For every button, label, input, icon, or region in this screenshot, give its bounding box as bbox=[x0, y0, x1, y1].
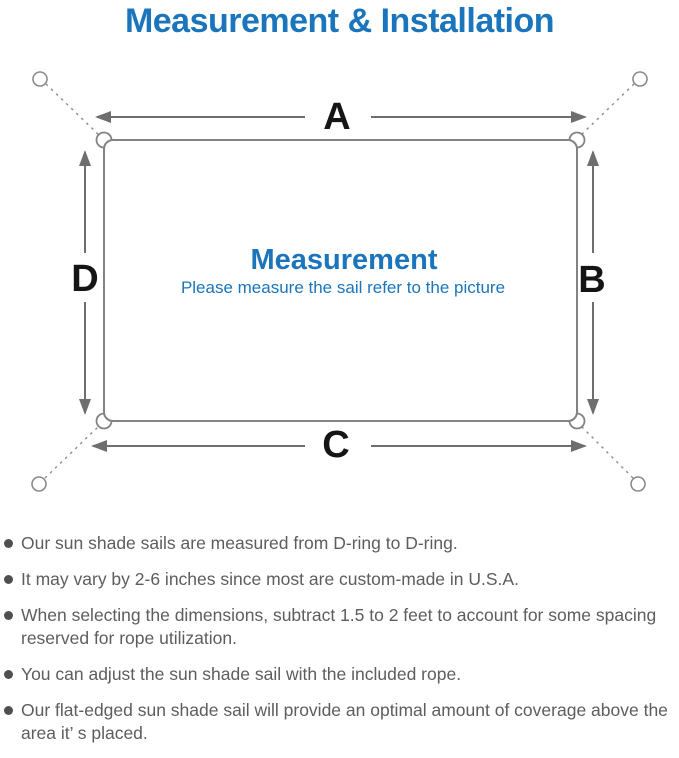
dimension-label-a: A bbox=[323, 96, 350, 138]
anchor-point-bottom-left bbox=[31, 476, 47, 492]
list-item: Our flat-edged sun shade sail will provi… bbox=[0, 699, 679, 745]
list-item: Our sun shade sails are measured from D-… bbox=[0, 532, 679, 555]
list-item: You can adjust the sun shade sail with t… bbox=[0, 663, 679, 686]
bullet-icon bbox=[4, 611, 13, 620]
bullet-icon bbox=[4, 575, 13, 584]
dimension-label-d: D bbox=[71, 258, 98, 300]
bullet-icon bbox=[4, 706, 13, 715]
dimension-label-c: C bbox=[322, 424, 349, 466]
rope-dashed-top-right bbox=[580, 83, 635, 136]
rope-dashed-bottom-left bbox=[44, 425, 100, 479]
measurement-diagram: A C D B Measurement Please measure the s… bbox=[0, 55, 679, 515]
dimension-label-b: B bbox=[578, 259, 605, 301]
list-item: When selecting the dimensions, subtract … bbox=[0, 604, 679, 650]
diagram-center-subtitle: Please measure the sail refer to the pic… bbox=[181, 278, 505, 297]
measurement-diagram-svg: A C D B Measurement Please measure the s… bbox=[31, 71, 648, 492]
rope-dashed-top-left bbox=[45, 83, 100, 136]
list-item: It may vary by 2-6 inches since most are… bbox=[0, 568, 679, 591]
sail-rectangle bbox=[103, 139, 578, 422]
anchor-point-top-left bbox=[32, 71, 48, 87]
bullet-icon bbox=[4, 670, 13, 679]
page-title: Measurement & Installation bbox=[124, 2, 555, 40]
instruction-list: Our sun shade sails are measured from D-… bbox=[0, 532, 679, 758]
diagram-center-title: Measurement bbox=[251, 244, 438, 276]
list-item-text: You can adjust the sun shade sail with t… bbox=[21, 664, 462, 684]
list-item-text: It may vary by 2-6 inches since most are… bbox=[21, 569, 519, 589]
bullet-icon bbox=[4, 539, 13, 548]
list-item-text: When selecting the dimensions, subtract … bbox=[21, 605, 657, 648]
anchor-point-bottom-right bbox=[630, 476, 646, 492]
list-item-text: Our flat-edged sun shade sail will provi… bbox=[21, 700, 668, 743]
anchor-point-top-right bbox=[632, 71, 648, 87]
rope-dashed-bottom-right bbox=[580, 425, 634, 479]
list-item-text: Our sun shade sails are measured from D-… bbox=[21, 533, 458, 553]
